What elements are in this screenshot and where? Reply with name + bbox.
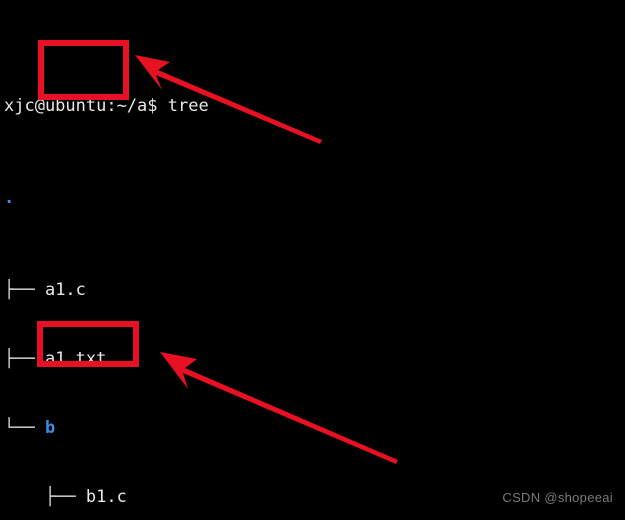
command-text-1: tree [167, 96, 209, 116]
tree1-row: ├── a1.txt [4, 349, 107, 369]
terminal-output[interactable]: xjc@ubuntu:~/a$ tree . ├── a1.c ├── a1.t… [4, 3, 625, 520]
tree1-row: └── b [4, 418, 56, 438]
tree1-row: ├── b1.c [4, 487, 127, 507]
watermark-text: CSDN @shopeeai [502, 490, 613, 505]
tree1-root: . [4, 188, 15, 208]
command-line-1: xjc@ubuntu:~/a$ tree [4, 95, 625, 118]
tree1-row: ├── a1.c [4, 280, 86, 300]
shell-prompt-1: xjc@ubuntu:~/a$ [4, 96, 168, 116]
